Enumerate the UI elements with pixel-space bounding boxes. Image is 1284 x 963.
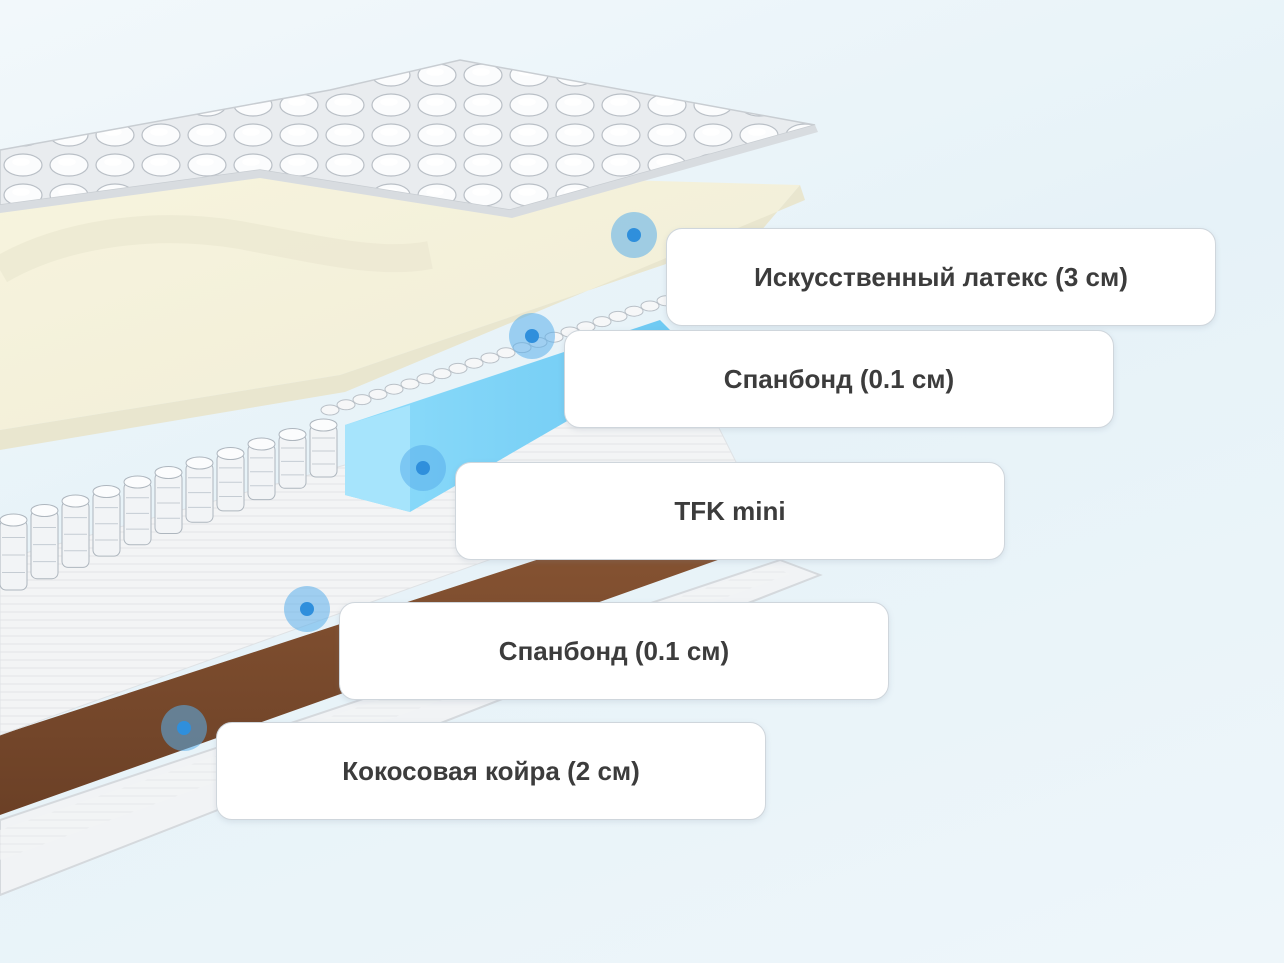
label-coir: Кокосовая койра (2 см) <box>216 722 766 820</box>
label-spanbond-top: Спанбонд (0.1 см) <box>564 330 1114 428</box>
spring-top <box>592 316 612 328</box>
spring-top <box>480 352 500 364</box>
spring-top <box>416 373 436 385</box>
spring-coil-top <box>216 447 245 460</box>
marker-spanbond-bottom[interactable] <box>284 586 330 632</box>
spring-top <box>400 378 420 390</box>
marker-tfk[interactable] <box>400 445 446 491</box>
spring-coil-top <box>247 437 276 451</box>
label-coir-text: Кокосовая койра (2 см) <box>342 755 640 786</box>
spring-coil-top <box>309 418 338 432</box>
label-tfk: TFK mini <box>455 462 1005 560</box>
label-spanbond-bottom-text: Спанбонд (0.1 см) <box>498 635 730 666</box>
spring-top <box>464 357 484 369</box>
spring-top <box>352 394 372 406</box>
spring-top <box>624 305 644 317</box>
spring-top <box>448 362 468 374</box>
label-spanbond-bottom: Спанбонд (0.1 см) <box>339 602 889 700</box>
spring-coil-top <box>0 513 28 527</box>
label-latex: Искусственный латекс (3 см) <box>666 228 1216 326</box>
spring-coil-top <box>154 466 183 479</box>
spring-coil-top <box>278 428 307 441</box>
spring-coil-top <box>185 456 214 470</box>
spring-coil-top <box>123 475 152 489</box>
spring-coil-top <box>92 485 121 498</box>
label-tfk-text: TFK mini <box>674 495 786 526</box>
marker-coir[interactable] <box>161 705 207 751</box>
label-spanbond-top-text: Спанбонд (0.1 см) <box>723 363 955 394</box>
spring-top <box>640 300 660 312</box>
spring-top <box>496 347 516 359</box>
marker-latex[interactable] <box>611 212 657 258</box>
marker-spanbond-top[interactable] <box>509 313 555 359</box>
spring-unit <box>0 295 676 591</box>
spring-top <box>432 368 452 380</box>
spring-coil-top <box>30 504 59 517</box>
spring-top <box>320 404 340 416</box>
spring-top <box>336 399 356 411</box>
label-latex-text: Искусственный латекс (3 см) <box>754 261 1128 292</box>
spring-top <box>384 383 404 395</box>
spring-coil-top <box>61 494 90 508</box>
spring-top <box>608 310 628 322</box>
spring-top <box>368 388 388 400</box>
